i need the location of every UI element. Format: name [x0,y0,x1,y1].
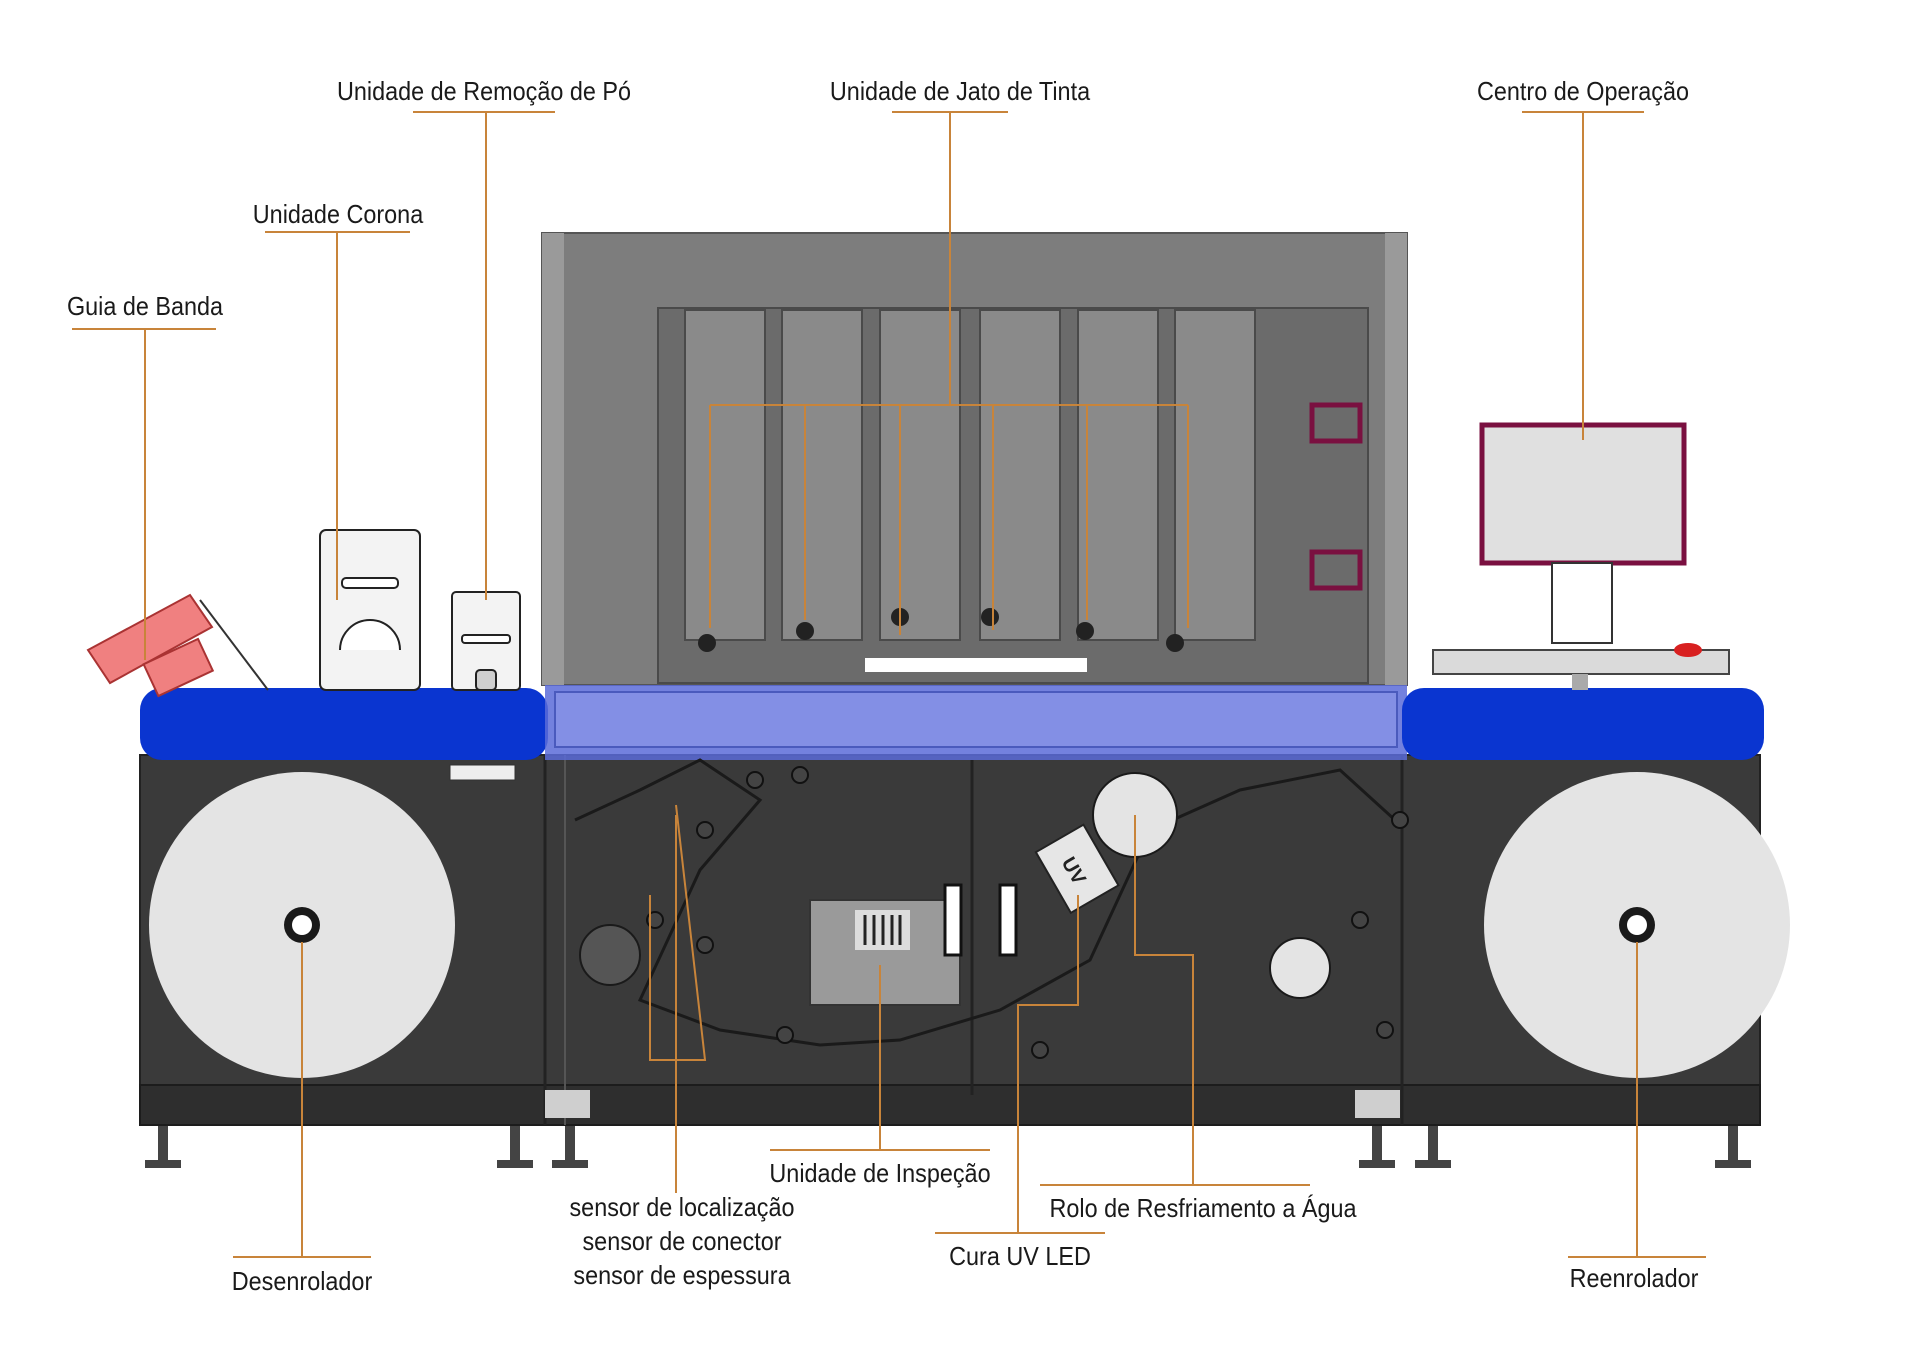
uv-led-unit: UV [1034,823,1120,915]
unwinder-roll [149,772,455,1078]
conveyor-band [140,685,1764,760]
web-path [574,758,1409,1059]
inkjet-housing [541,232,1408,686]
label-rewinder: Reenrolador [1569,1263,1699,1293]
operation-center [1432,422,1730,690]
label-inspection-unit: Unidade de Inspeção [769,1158,991,1188]
inspection-unit [809,883,1018,1006]
label-water-cooling-roller: Rolo de Resfriamento a Água [1049,1193,1357,1223]
leader-lines [72,111,1706,1258]
label-sensor-connector: sensor de conector [582,1226,782,1256]
label-web-guide: Guia de Banda [66,291,224,321]
label-inkjet-unit: Unidade de Jato de Tinta [829,76,1091,106]
dust-removal-unit [449,591,521,781]
corona-unit [319,529,421,691]
web-guide-unit [86,593,269,698]
rewinder-roll [1484,772,1790,1078]
label-uv-led-curing: Cura UV LED [949,1241,1091,1271]
label-operation-center: Centro de Operação [1476,76,1690,106]
label-sensor-thickness: sensor de espessura [573,1260,791,1290]
label-sensors: sensor de localização sensor de conector… [569,1190,794,1292]
machine-feet [145,1125,1751,1168]
label-sensor-location: sensor de localização [569,1192,795,1222]
label-corona-unit: Unidade Corona [252,199,424,229]
label-unwinder: Desenrolador [231,1266,373,1296]
label-dust-removal-unit: Unidade de Remoção de Pó [336,76,632,106]
